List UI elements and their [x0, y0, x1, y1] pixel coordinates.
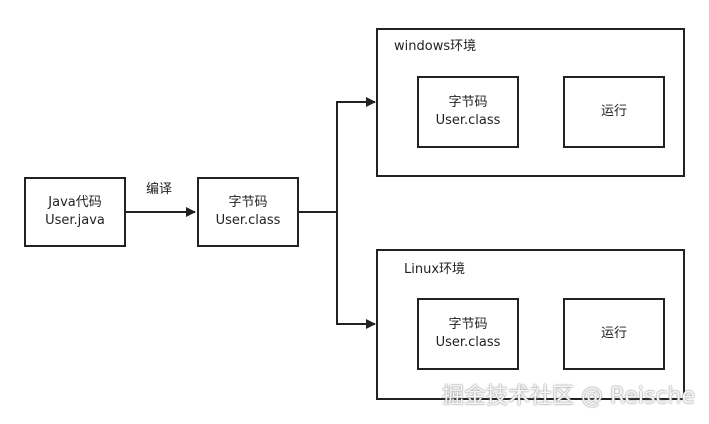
source-node: Java代码 User.java	[24, 177, 126, 247]
linux-run-label: 运行	[600, 326, 627, 341]
watermark: 掘金技术社区 @ Reische	[442, 384, 695, 409]
source-node-file: User.java	[45, 213, 105, 228]
linux-environment-label: Linux环境	[404, 262, 466, 277]
linux-run-node: 运行	[563, 298, 665, 370]
bytecode-node-file: User.class	[215, 213, 281, 228]
bytecode-node-title: 字节码	[228, 195, 268, 210]
windows-bytecode-node: 字节码 User.class	[417, 76, 519, 148]
windows-run-node: 运行	[563, 76, 665, 148]
linux-environment: Linux环境 字节码 User.class 运行	[376, 249, 685, 400]
to-linux-arrow	[336, 212, 376, 329]
linux-bytecode-file: User.class	[435, 335, 501, 350]
windows-run-label: 运行	[600, 104, 627, 119]
windows-bytecode-title: 字节码	[448, 95, 488, 110]
windows-environment: windows环境 字节码 User.class 运行	[376, 28, 685, 177]
source-node-title: Java代码	[48, 195, 102, 210]
compile-label: 编译	[146, 182, 173, 197]
windows-environment-label: windows环境	[394, 39, 477, 54]
linux-bytecode-node: 字节码 User.class	[417, 298, 519, 370]
bytecode-node: 字节码 User.class	[197, 177, 299, 247]
windows-bytecode-file: User.class	[435, 113, 501, 128]
linux-bytecode-title: 字节码	[448, 317, 488, 332]
to-windows-arrow	[299, 97, 376, 213]
